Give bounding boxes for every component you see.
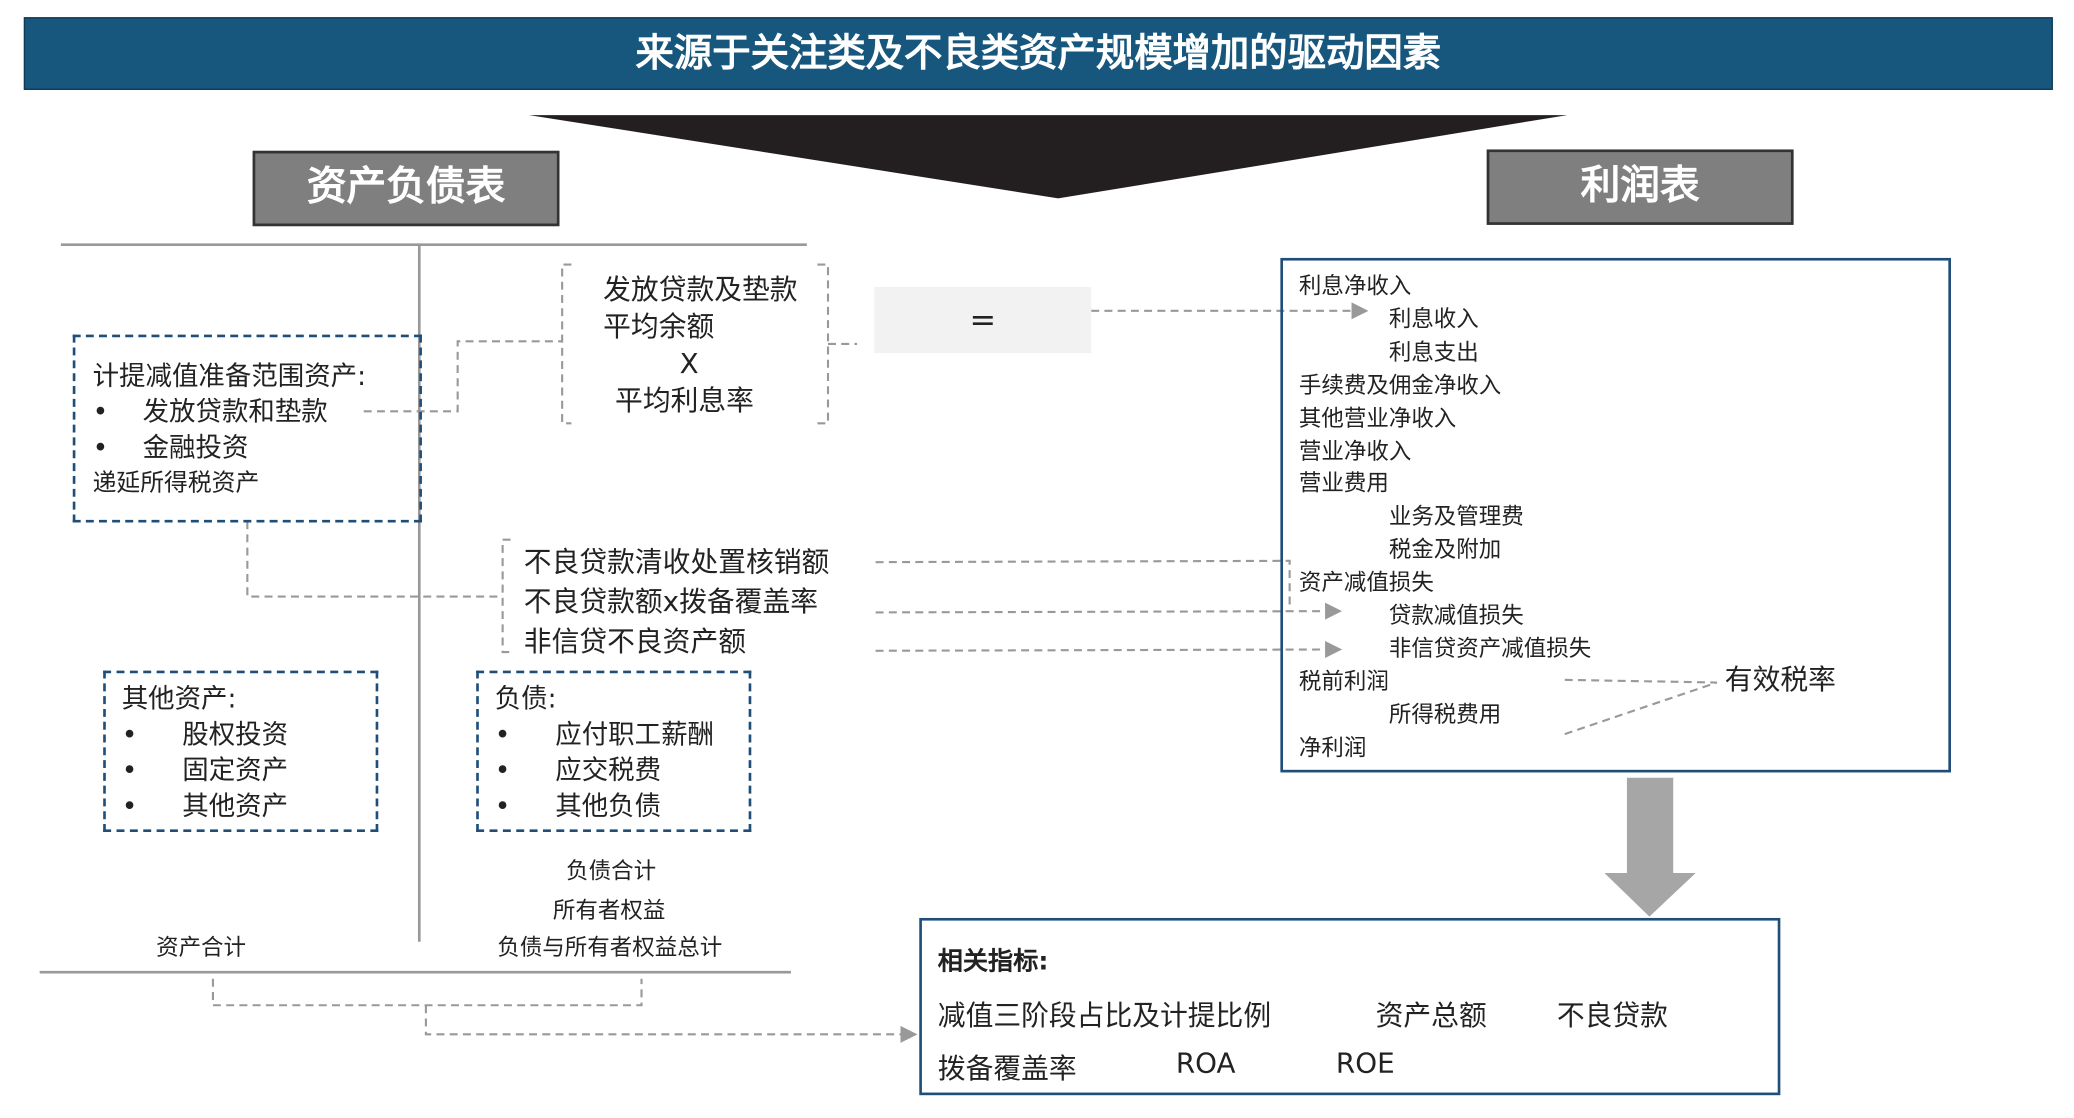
income-item: 税前利润 [1298, 669, 1389, 696]
bullet: • [92, 431, 109, 463]
income-item: 利息净收入 [1298, 273, 1412, 301]
other-asset-item: 固定资产 [182, 753, 289, 786]
formula-line2: 平均余额 [603, 310, 715, 343]
liabilities-heading: 负债: [494, 682, 557, 715]
other-assets-box: 其他资产: • 股权投资 • 固定资产 • 其他资产 [103, 670, 379, 832]
bullet: • [92, 395, 109, 428]
other-asset-item: 股权投资 [182, 718, 289, 750]
total-liab-equity: 负债与所有者权益总计 [497, 935, 723, 962]
page-title: 来源于关注类及不良类资产规模增加的驱动因素 [23, 17, 2053, 90]
provision-item: 发放贷款和垫款 [142, 395, 328, 428]
bullet: • [494, 753, 511, 786]
income-item: 业务及管理费 [1388, 504, 1524, 531]
income-item: 利息支出 [1388, 339, 1479, 367]
provision-assets-box: 计提减值准备范围资产: • 发放贷款和垫款 • 金融投资 递延所得税资产 [72, 334, 422, 523]
npl-list: 不良贷款清收处置核销额 不良贷款额x拨备覆盖率 非信贷不良资产额 [524, 542, 830, 661]
other-asset-item: 其他资产 [182, 789, 289, 822]
income-item: 贷款减值损失 [1388, 603, 1524, 630]
income-item: 营业费用 [1298, 471, 1389, 498]
bullet: • [121, 718, 138, 750]
effective-tax-rate: 有效税率 [1724, 663, 1836, 696]
indicator-item: 资产总额 [1375, 999, 1487, 1032]
npl-item: 非信贷不良资产额 [523, 625, 747, 658]
income-item: 手续费及佣金净收入 [1298, 372, 1502, 400]
formula-line1: 发放贷款及垫款 [603, 273, 798, 306]
income-item: 税金及附加 [1388, 537, 1502, 564]
income-item: 利息收入 [1388, 306, 1479, 334]
provision-extra: 递延所得税资产 [92, 469, 260, 498]
equals-box: = [874, 287, 1092, 354]
liabilities-box: 负债: • 应付职工薪酬 • 应交税费 • 其他负债 [476, 670, 752, 832]
income-item: 所得税费用 [1388, 701, 1502, 729]
indicators-box [919, 917, 1781, 1096]
formula-text: 发放贷款及垫款 平均余额 X 平均利息率 [603, 271, 797, 419]
funnel-triangle [529, 115, 1568, 199]
formula-line3: 平均利息率 [615, 384, 754, 417]
bullet: • [494, 718, 511, 750]
liability-item: 应交税费 [555, 753, 662, 786]
formula-op: X [679, 347, 699, 380]
down-arrow-icon [1604, 777, 1696, 917]
total-assets: 资产合计 [156, 935, 247, 962]
income-item: 营业净收入 [1298, 438, 1412, 465]
liability-item: 应付职工薪酬 [555, 718, 714, 750]
income-item: 非信贷资产减值损失 [1388, 636, 1592, 663]
npl-item: 不良贷款额x拨备覆盖率 [523, 585, 819, 618]
bullet: • [121, 789, 138, 822]
indicator-item: ROA [1175, 1047, 1236, 1080]
income-item: 其他营业净收入 [1298, 405, 1457, 432]
indicator-item: 不良贷款 [1556, 999, 1668, 1032]
bullet: • [121, 753, 138, 786]
income-item: 净利润 [1298, 734, 1367, 762]
liability-item: 其他负债 [555, 789, 662, 822]
indicators-heading: 相关指标: [937, 947, 1049, 977]
income-item: 资产减值损失 [1298, 570, 1434, 597]
other-assets-heading: 其他资产: [121, 682, 237, 715]
npl-item: 不良贷款清收处置核销额 [523, 546, 830, 579]
indicator-item: 减值三阶段占比及计提比例 [937, 999, 1272, 1032]
bullet: • [494, 789, 511, 822]
indicator-item: ROE [1335, 1047, 1395, 1080]
total-liabilities: 负债合计 [566, 858, 657, 885]
indicator-item: 拨备覆盖率 [937, 1052, 1077, 1085]
income-statement-box [1280, 257, 1951, 773]
provision-heading: 计提减值准备范围资产: [92, 359, 367, 392]
balance-sheet-button[interactable]: 资产负债表 [252, 150, 560, 227]
owners-equity: 所有者权益 [552, 898, 666, 925]
provision-item: 金融投资 [142, 431, 249, 463]
income-statement-button[interactable]: 利润表 [1486, 149, 1794, 225]
